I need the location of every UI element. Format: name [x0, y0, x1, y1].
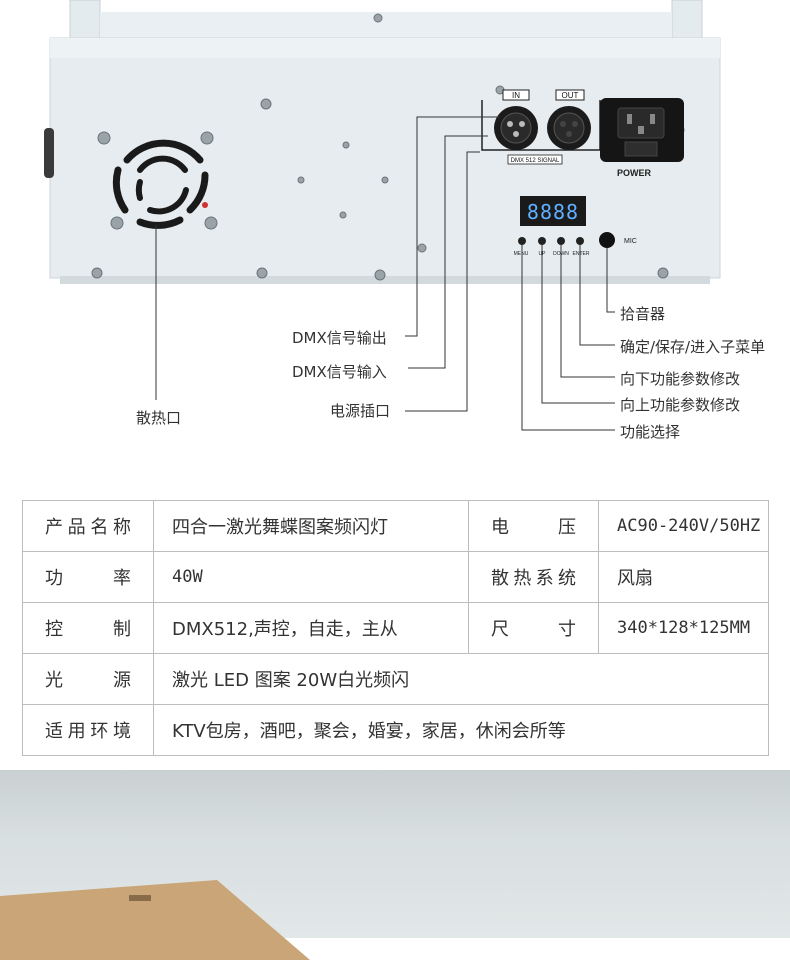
spec-value: AC90-240V/50HZ: [598, 500, 769, 552]
spec-key: 光 源: [22, 653, 154, 705]
callout-fan: 散热口: [136, 409, 182, 427]
up-button: [538, 237, 546, 245]
table-row: 产品名称 四合一激光舞蝶图案频闪灯 电 压 AC90-240V/50HZ: [22, 500, 769, 552]
spec-key: 尺 寸: [468, 602, 599, 654]
callout-menu: 功能选择: [620, 423, 681, 441]
spec-key: 散热系统: [468, 551, 599, 603]
callout-dmx-out: DMX信号输出: [292, 329, 387, 347]
callout-mic: 拾音器: [620, 305, 666, 323]
table-row: 光 源 激光 LED 图案 20W白光频闪: [22, 653, 769, 705]
callout-enter: 确定/保存/进入子菜单: [620, 338, 766, 356]
spec-value: 340*128*125MM: [598, 602, 769, 654]
port-in-label: IN: [512, 91, 520, 100]
spec-key: 控 制: [22, 602, 154, 654]
display-digits: 8888: [527, 200, 579, 224]
spec-value: KTV包房，酒吧，聚会，婚宴，家居，休闲会所等: [153, 704, 769, 756]
spec-value: 风扇: [598, 551, 769, 603]
down-button: [557, 237, 565, 245]
mic-label: MIC: [624, 238, 637, 245]
svg-text:ENTER: ENTER: [573, 251, 590, 257]
enter-button: [576, 237, 584, 245]
spec-key: 电 压: [468, 500, 599, 552]
table-row: 功 率 40W 散热系统 风扇: [22, 551, 769, 603]
svg-text:MENU: MENU: [514, 251, 529, 257]
table-row: 适用环境 KTV包房，酒吧，聚会，婚宴，家居，休闲会所等: [22, 704, 769, 756]
table-row: 控 制 DMX512,声控，自走，主从 尺 寸 340*128*125MM: [22, 602, 769, 654]
callout-lines: [155, 116, 615, 431]
spec-key: 适用环境: [22, 704, 154, 756]
port-out-label: OUT: [562, 91, 579, 100]
spec-value: 四合一激光舞蝶图案频闪灯: [153, 500, 469, 552]
top-strip: [100, 12, 672, 38]
callout-down: 向下功能参数修改: [620, 370, 741, 388]
signal-label: DMX 512 SIGNAL: [511, 158, 560, 164]
device-back-panel: IN OUT DMX 512 SIGNAL POWER 8888 MENU UP…: [44, 0, 721, 284]
power-label: POWER: [617, 168, 652, 178]
power-socket: POWER: [600, 98, 684, 178]
spec-key: 产品名称: [22, 500, 154, 552]
callout-dmx-in: DMX信号输入: [292, 363, 387, 381]
led-display: 8888: [520, 196, 586, 226]
spec-value: 40W: [153, 551, 469, 603]
callout-power-socket: 电源插口: [330, 402, 391, 420]
mic-hole: [599, 232, 615, 248]
menu-button: [518, 237, 526, 245]
spec-table: 产品名称 四合一激光舞蝶图案频闪灯 电 压 AC90-240V/50HZ 功 率…: [22, 500, 769, 756]
box-print-mark: [129, 895, 151, 901]
dmx-port-group: IN OUT DMX 512 SIGNAL: [481, 89, 601, 165]
spec-value: DMX512,声控，自走，主从: [153, 602, 469, 654]
spec-value: 激光 LED 图案 20W白光频闪: [153, 653, 769, 705]
fan-grill: [112, 139, 209, 229]
spec-key: 功 率: [22, 551, 154, 603]
callout-up: 向上功能参数修改: [620, 396, 741, 414]
